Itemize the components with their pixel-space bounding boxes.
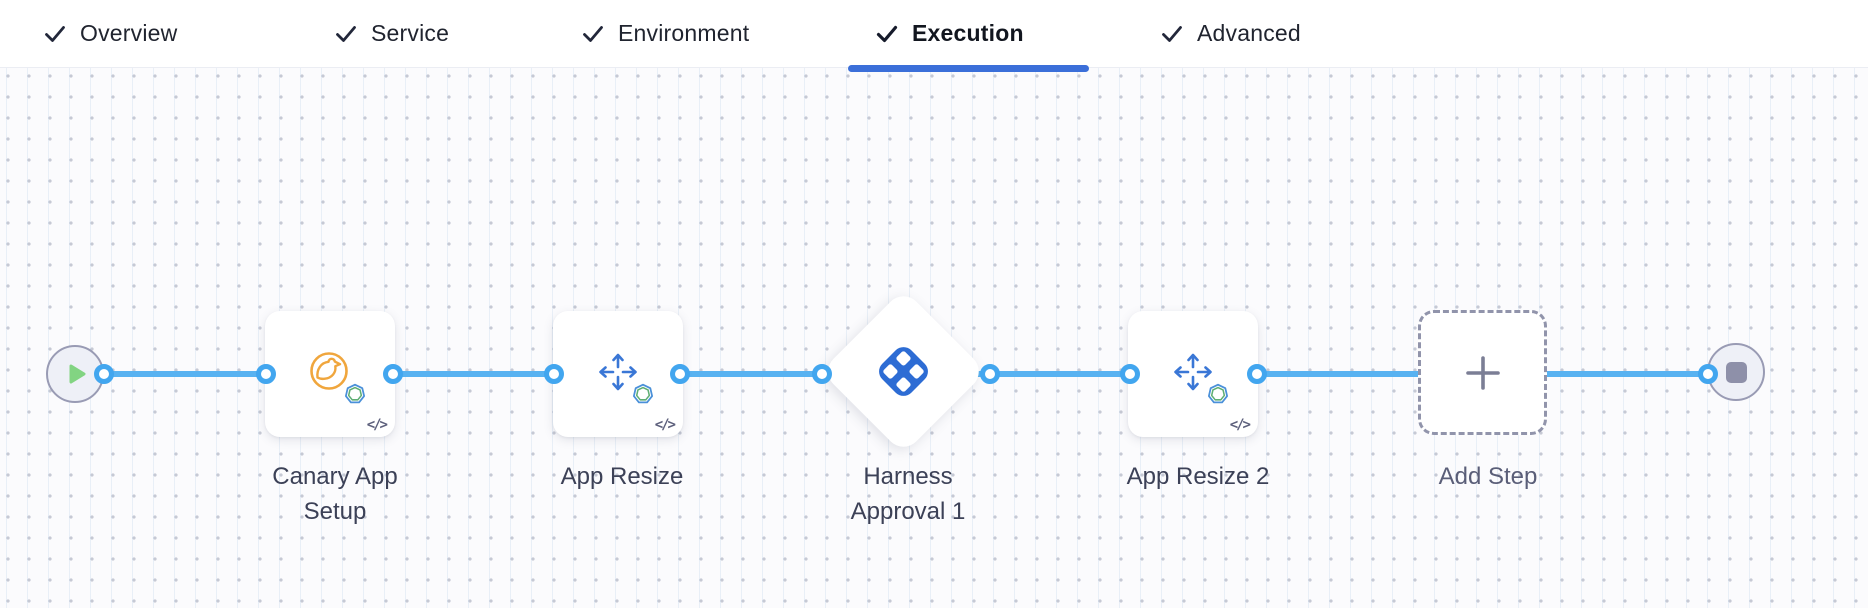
canary-icon	[310, 352, 348, 390]
connector-port[interactable]	[94, 364, 114, 384]
connector-port[interactable]	[256, 364, 276, 384]
resize-arrows-icon	[599, 353, 637, 391]
tab-label: Overview	[80, 20, 178, 46]
gear-badge-icon	[1208, 383, 1228, 404]
connector-port[interactable]	[1247, 364, 1267, 384]
check-icon	[1162, 25, 1182, 42]
tab-label: Execution	[912, 20, 1024, 46]
tab-overview[interactable]: Overview	[43, 0, 177, 67]
stage-config-tabbar: Overview Service Environment Execution A…	[0, 0, 1868, 68]
code-toggle-icon[interactable]: </>	[366, 417, 388, 433]
harness-logo-icon	[879, 347, 928, 396]
tab-advanced[interactable]: Advanced	[1160, 0, 1301, 67]
step-card-app-resize-2[interactable]: </>	[1128, 311, 1258, 437]
connector-port[interactable]	[1698, 364, 1718, 384]
active-tab-indicator	[848, 65, 1089, 72]
tab-label: Service	[371, 20, 450, 46]
connector-port[interactable]	[980, 364, 1000, 384]
step-card-app-resize[interactable]: </>	[553, 311, 683, 437]
connector-port[interactable]	[544, 364, 564, 384]
tab-label: Environment	[618, 20, 750, 46]
connector-port[interactable]	[812, 364, 832, 384]
plus-icon	[1465, 355, 1500, 390]
connector-port[interactable]	[670, 364, 690, 384]
tab-label: Advanced	[1197, 20, 1301, 46]
stop-icon	[1725, 361, 1747, 383]
tab-environment[interactable]: Environment	[581, 0, 749, 67]
tab-service[interactable]: Service	[334, 0, 449, 67]
connector-port[interactable]	[383, 364, 403, 384]
code-toggle-icon[interactable]: </>	[1229, 417, 1251, 433]
play-icon	[69, 364, 86, 384]
add-step-button[interactable]	[1418, 310, 1547, 435]
check-icon	[583, 25, 603, 42]
check-icon	[336, 25, 356, 42]
connector-port[interactable]	[1120, 364, 1140, 384]
step-label-app-resize-2: App Resize 2	[1126, 463, 1270, 490]
step-card-canary-app-setup[interactable]: </>	[265, 311, 395, 437]
step-label-app-resize: App Resize	[560, 463, 684, 490]
gear-badge-icon	[633, 383, 653, 404]
resize-arrows-icon	[1174, 353, 1212, 391]
step-label-add-step: Add Step	[1438, 463, 1538, 490]
tab-execution[interactable]: Execution	[875, 0, 1024, 67]
check-icon	[45, 25, 65, 42]
gear-badge-icon	[345, 383, 365, 404]
check-icon	[876, 25, 898, 42]
code-toggle-icon[interactable]: </>	[654, 417, 676, 433]
